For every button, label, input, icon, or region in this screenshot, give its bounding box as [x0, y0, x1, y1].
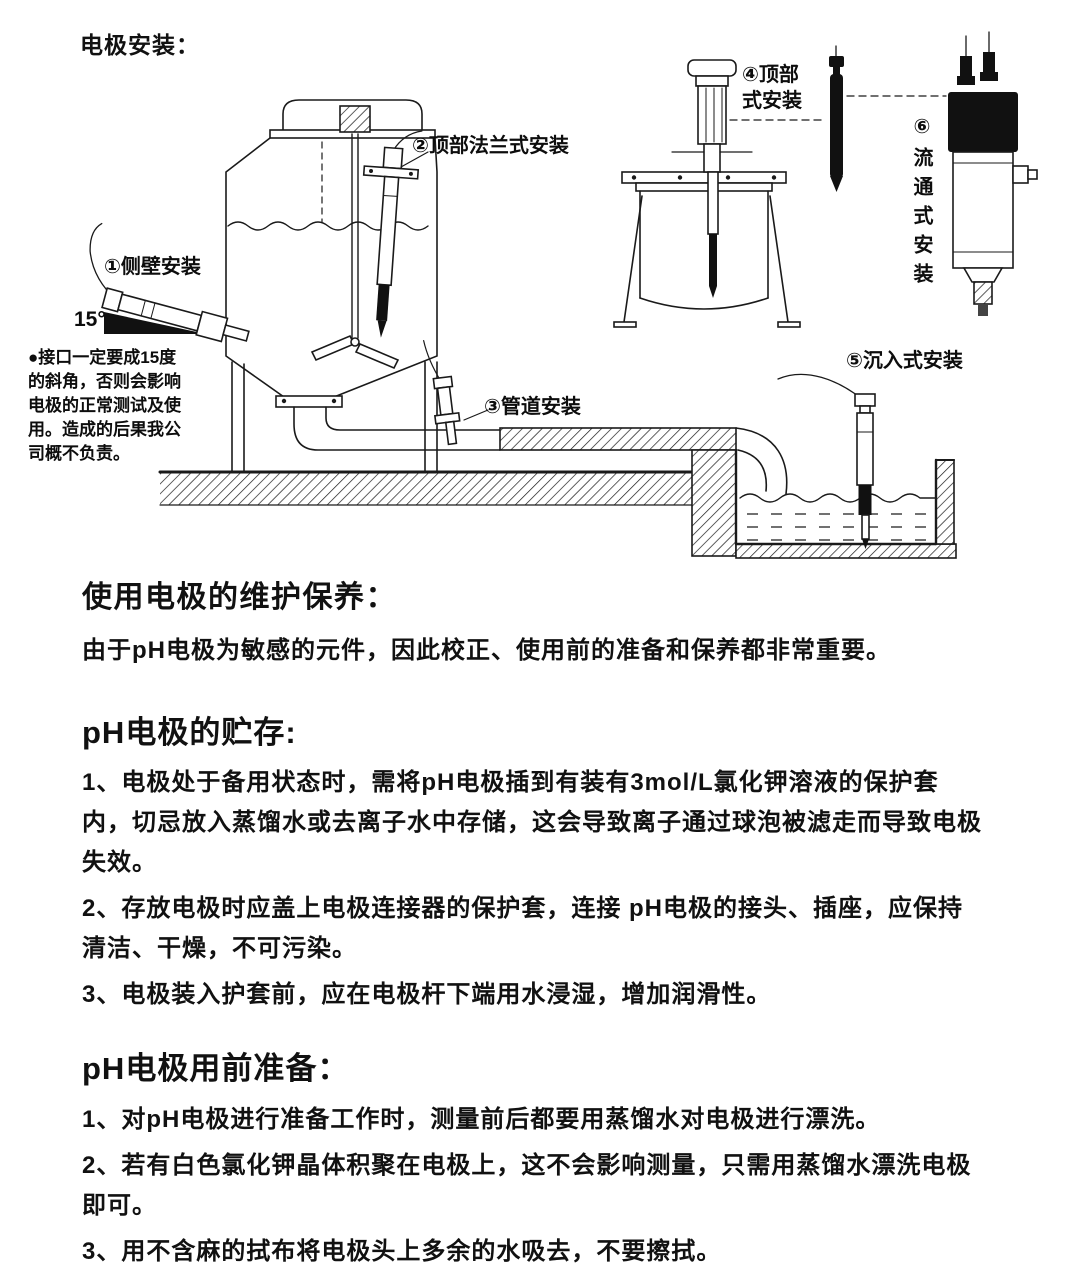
immersion-tank	[691, 448, 957, 559]
label-top-mount-install: ④顶部式安装	[742, 64, 802, 112]
top-mount-vessel	[613, 59, 801, 328]
label-flow-through-install: ⑥流通式安装	[910, 114, 932, 292]
pipe-run	[499, 427, 788, 495]
pipe-electrode	[423, 339, 489, 446]
ground-hatch	[158, 470, 694, 506]
section-heading-maintenance: 使用电极的维护保养：	[82, 581, 397, 614]
angle-wedge	[104, 312, 206, 334]
storage-item-2: 2、存放电极时应盖上电极连接器的保护套，连接 pH电极的接头、插座，应保持清洁、…	[82, 895, 964, 963]
dashed-connection	[729, 95, 947, 121]
storage-item-3: 3、电极装入护套前，应在电极杆下端用水浸湿，增加润滑性。	[82, 981, 772, 1009]
installation-diagram	[89, 31, 1038, 559]
main-tank	[225, 99, 501, 473]
label-pipe-install: ③管道安装	[484, 396, 581, 418]
storage-item-1: 1、电极处于备用状态时，需将pH电极插到有装有3mol/L氯化钾溶液的保护套内，…	[82, 769, 982, 877]
label-15-degree-angle: 15°	[74, 308, 106, 331]
text-content: 使用电极的维护保养： 由于pH电极为敏感的元件，因此校正、使用前的准备和保养都非…	[82, 578, 982, 1278]
top-flange-electrode	[362, 130, 423, 338]
side-wall-electrode	[89, 222, 250, 343]
preparation-item-3: 3、用不含麻的拭布将电极头上多余的水吸去，不要擦拭。	[82, 1237, 722, 1265]
flow-through-cell	[948, 31, 1038, 316]
page-title: 电极安装：	[80, 32, 200, 58]
section-heading-storage: pH电极的贮存:	[82, 715, 297, 750]
angle-warning-note: ●接口一定要成15度的斜角，否则会影响电极的正常测试及使用。造成的后果我公司概不…	[28, 348, 181, 463]
reference-electrode	[829, 45, 844, 192]
immersion-electrode	[777, 373, 876, 549]
label-side-wall-install: ①侧壁安装	[104, 256, 201, 278]
maintenance-intro: 由于pH电极为敏感的元件，因此校正、使用前的准备和保养都非常重要。	[82, 637, 891, 664]
preparation-item-2: 2、若有白色氯化钾晶体积聚在电极上，这不会影响测量，只需用蒸馏水漂洗电极即可。	[82, 1151, 972, 1219]
label-top-flange-install: ②顶部法兰式安装	[412, 135, 569, 157]
label-immersion-install: ⑤沉入式安装	[846, 350, 963, 372]
top-flange-leader-line	[400, 151, 429, 168]
section-heading-preparation: pH电极用前准备：	[82, 1051, 350, 1087]
preparation-item-1: 1、对pH电极进行准备工作时，测量前后都要用蒸馏水对电极进行漂洗。	[82, 1105, 881, 1133]
